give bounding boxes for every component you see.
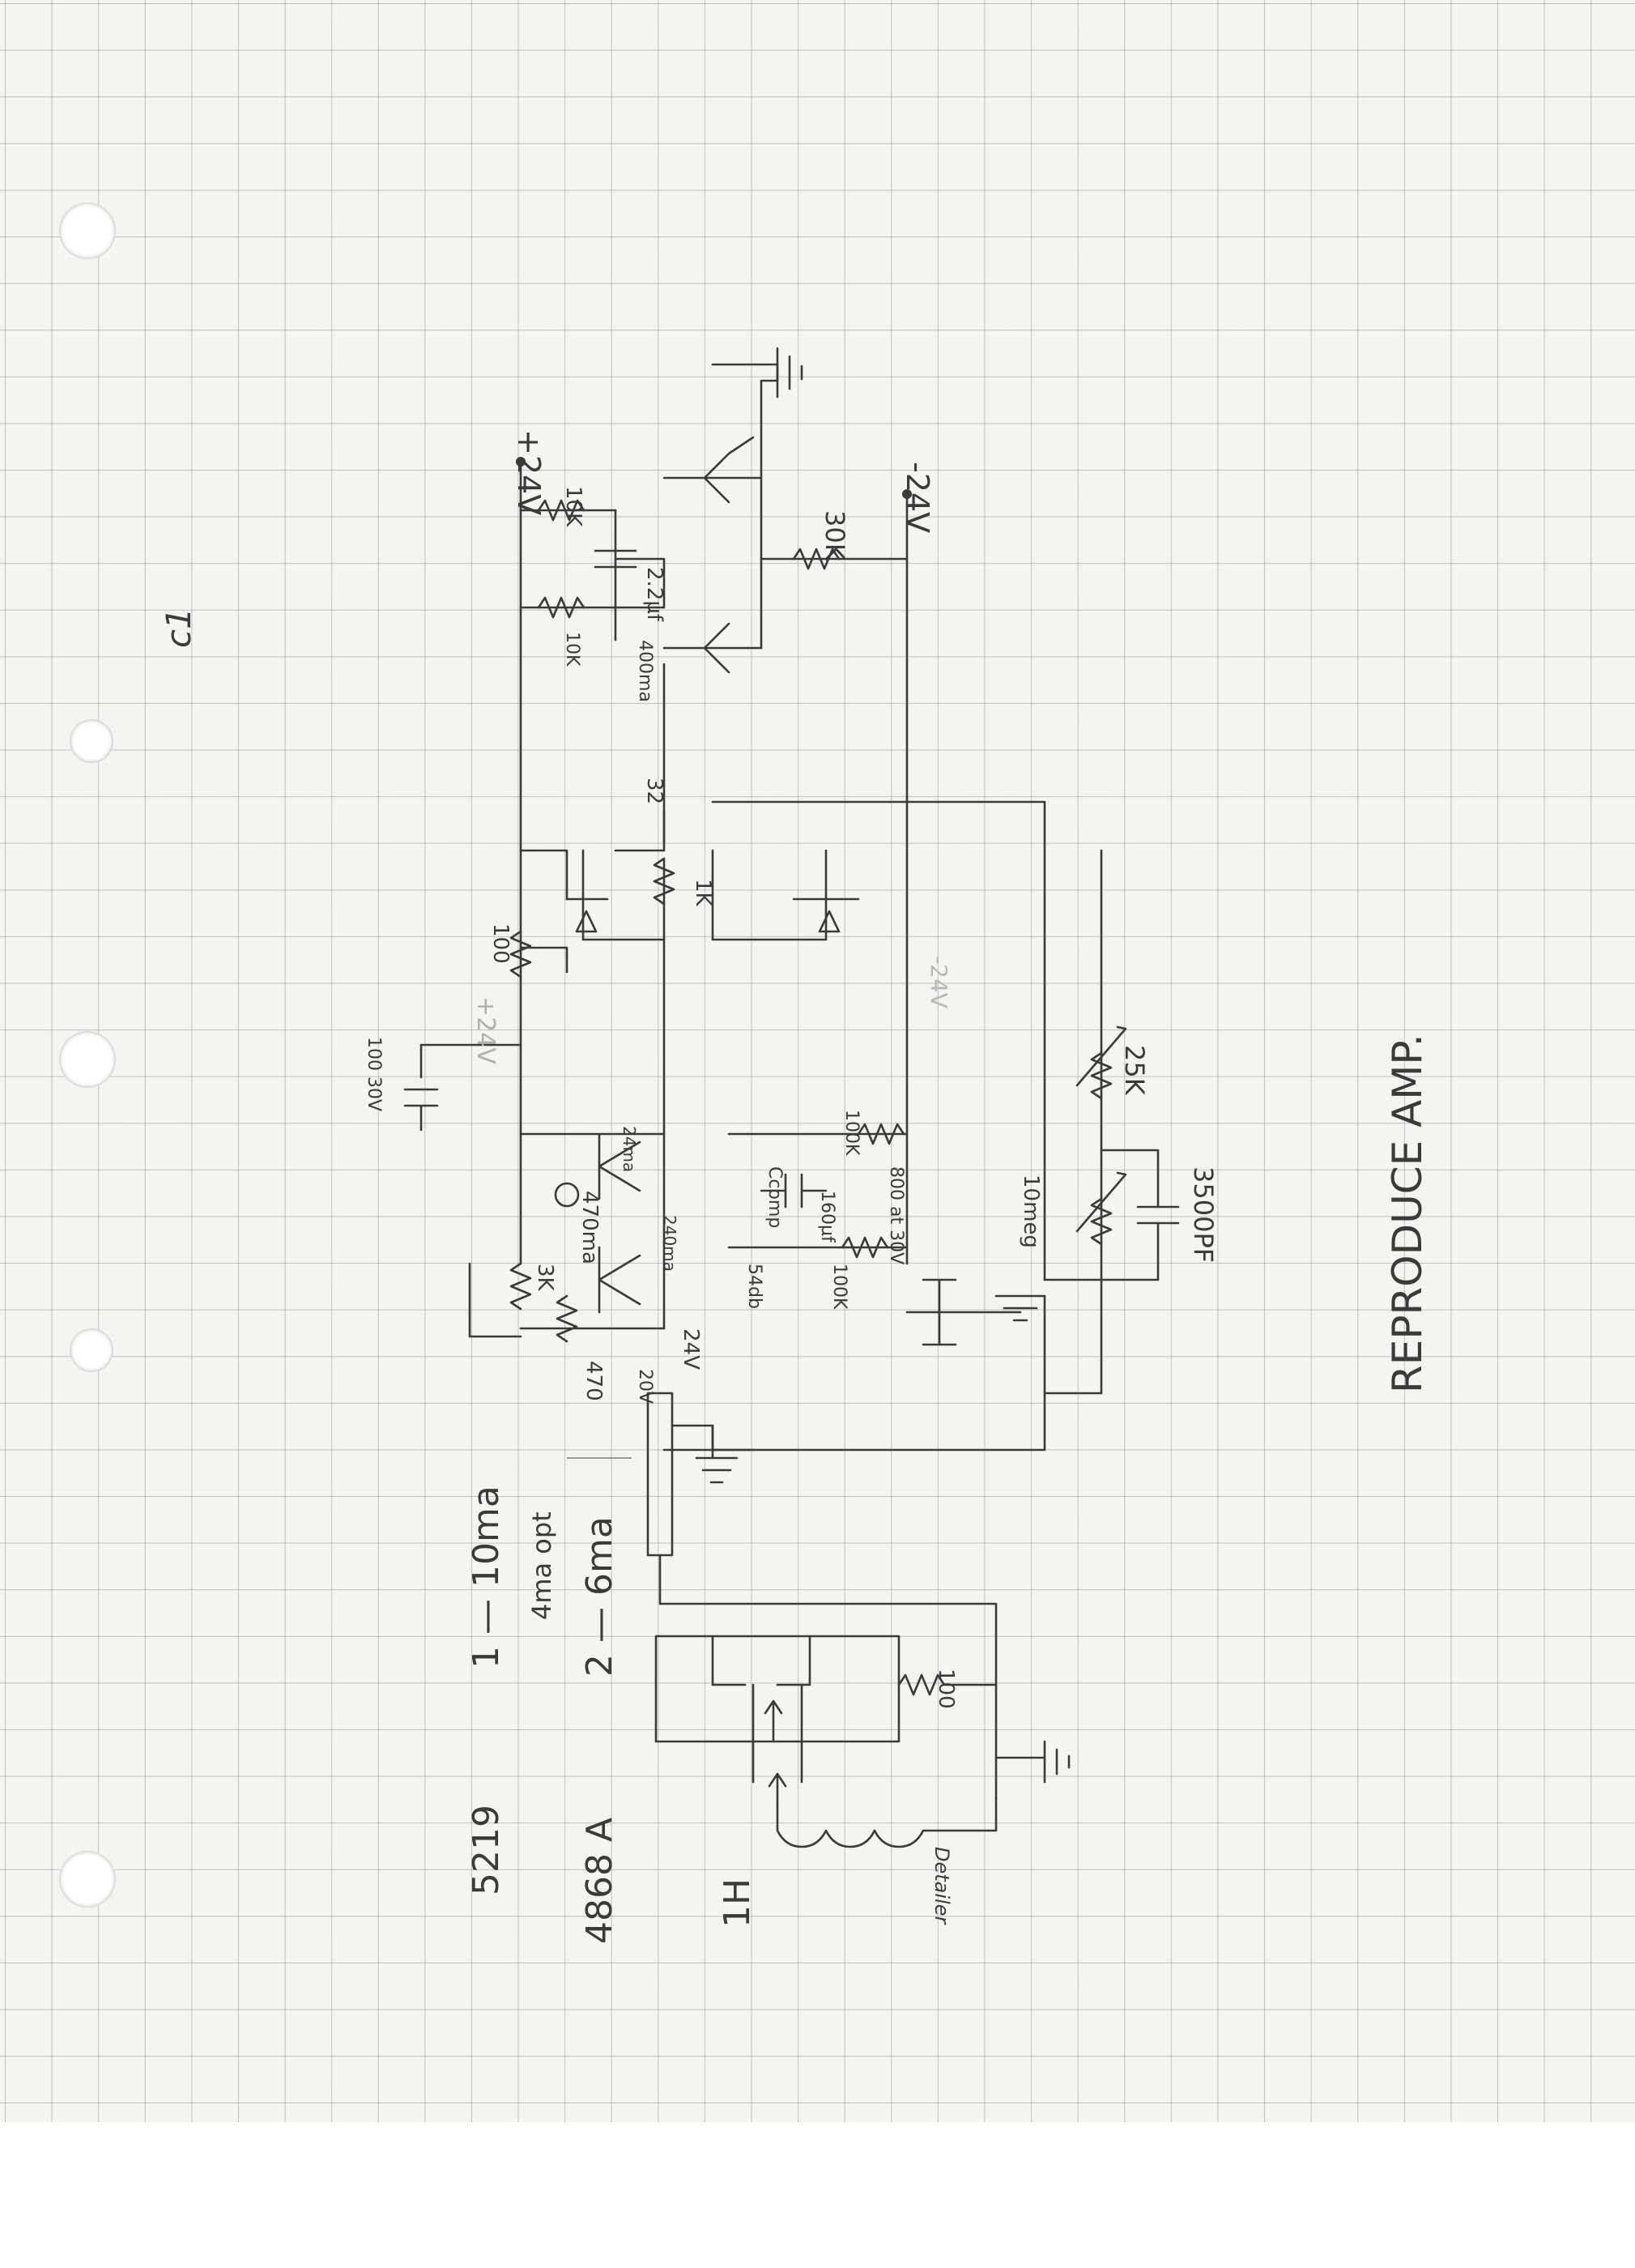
- capacitor-100-30v: [403, 1043, 439, 1132]
- scan-margin: [0, 2122, 1635, 2268]
- input-fet-arrow: [764, 1699, 783, 1743]
- label-160uf: 160µf: [817, 1191, 837, 1243]
- note-4ma-opt: 4ma opt: [526, 1511, 557, 1620]
- pos-rail-label: +24V: [511, 429, 547, 515]
- feedback-wire: [711, 800, 1046, 1281]
- page-mark: c1: [159, 608, 198, 648]
- input-fet-legs: [752, 1683, 803, 1784]
- output-transistor-lower: [662, 622, 763, 674]
- resistor-100-feed: [509, 930, 532, 978]
- driver-triangle-upper: [575, 910, 598, 933]
- label-inductor-detail: Detailer: [930, 1847, 953, 1925]
- input-stage-rails: [519, 1132, 666, 1330]
- label-10meg: 10meg: [1019, 1174, 1043, 1248]
- label-ccomp: Ccomp: [764, 1166, 785, 1228]
- neg-rail-terminal: [902, 489, 912, 499]
- label-100k-lower: 100K: [829, 1264, 849, 1310]
- input-fet-gates: [711, 1635, 811, 1686]
- resistor-10k-top: [537, 499, 585, 522]
- ground-symbol-input: [695, 1424, 739, 1484]
- wire-3500pf: [1100, 1149, 1160, 1281]
- resistor-10k-second: [537, 596, 585, 619]
- note-range-1: 1 — 10ma: [466, 1486, 507, 1669]
- output-transistor-upper: [662, 436, 763, 504]
- label-3500pf: 3500PF: [1188, 1166, 1219, 1263]
- faint-rail-note: +24V: [471, 996, 500, 1064]
- ground-wire-top: [711, 363, 779, 382]
- label-32: 32: [642, 778, 666, 804]
- label-24v: 24V: [679, 1328, 703, 1370]
- graph-paper-sheet: [0, 0, 1635, 2122]
- pot-3k: [509, 1262, 532, 1311]
- note-device-5219: 5219: [466, 1805, 507, 1895]
- input-transistor-upper: [598, 1132, 641, 1200]
- label-470: 470: [581, 1361, 606, 1401]
- label-2-2uf: 2.2µf: [642, 567, 666, 622]
- resistor-470: [556, 1294, 578, 1343]
- faint-neg-note: -24V: [926, 956, 952, 1008]
- label-100-input: 100: [934, 1669, 958, 1709]
- input-coupling-element: [646, 1392, 674, 1557]
- resistor-100k-lower: [841, 1236, 889, 1259]
- resistor-30k: [792, 548, 841, 570]
- note-device-4868a: 4868 A: [579, 1818, 620, 1944]
- wire-output-to-30k: [760, 476, 909, 650]
- pot-25k: [1075, 1025, 1127, 1100]
- capacitor-ccomp: [760, 1173, 828, 1209]
- resistor-100k-upper: [857, 1123, 905, 1145]
- capacitor-800-30v: [922, 1278, 957, 1346]
- note-inductance-1h: 1H: [717, 1878, 758, 1928]
- driver-triangle-lower: [818, 910, 841, 933]
- neg-rail-label: -24V: [900, 462, 935, 533]
- label-10k-top: 10K: [561, 486, 585, 527]
- binder-hole-2: [70, 719, 113, 763]
- label-100-30v: 100 30V: [364, 1037, 384, 1111]
- feedback-loop: [1043, 1278, 1103, 1395]
- pot-10meg: [1075, 1171, 1127, 1246]
- label-25k: 25K: [1119, 1045, 1150, 1096]
- label-24ma: 24ma: [620, 1126, 639, 1172]
- page-title: REPRODUCE AMP.: [1384, 1034, 1431, 1393]
- inductor-input-arrow: [768, 1772, 787, 1808]
- ground-symbol-800uf: [994, 1294, 1046, 1322]
- output-bias-network: [614, 509, 666, 642]
- ground-symbol-top: [776, 347, 803, 399]
- pot-1k: [653, 857, 675, 906]
- label-100k: 100K: [841, 1110, 862, 1156]
- binder-hole-4: [70, 1328, 113, 1372]
- label-30k: 30K: [820, 510, 850, 561]
- inductor-1h: [776, 1797, 998, 1848]
- input-transistor-lower: [598, 1246, 641, 1314]
- label-470ma: 470ma: [577, 1191, 602, 1264]
- label-10k-second: 10K: [562, 632, 582, 667]
- note-range-2: 2 — 6ma: [579, 1516, 620, 1677]
- label-400ma: 400ma: [635, 640, 655, 702]
- pos-rail-terminal: [516, 457, 526, 467]
- driver-bridges: [581, 849, 828, 941]
- driver-upper-wire: [519, 808, 666, 901]
- resistor-100-input: [897, 1673, 998, 1696]
- binder-hole-5: [59, 1851, 116, 1908]
- binder-hole-3: [59, 1031, 116, 1088]
- wire-output-to-ground: [760, 379, 779, 480]
- current-source-470ma: [554, 1182, 580, 1208]
- label-54db: 54db: [744, 1264, 764, 1309]
- input-fet-box: [654, 1635, 901, 1743]
- label-1k: 1K: [691, 879, 715, 907]
- wire-100-feed: [519, 946, 568, 974]
- ground-symbol-head: [994, 1740, 1071, 1784]
- label-100-feed: 100: [488, 923, 513, 964]
- label-800-30v: 800 at 30V: [886, 1166, 906, 1264]
- label-240ma: 240ma: [660, 1215, 679, 1272]
- input-wire-lower: [658, 1554, 998, 1800]
- label-3k: 3K: [533, 1264, 557, 1292]
- capacitor-2-2uf: [594, 549, 637, 569]
- label-20v: 20V: [635, 1369, 655, 1404]
- binder-hole-1: [59, 202, 116, 259]
- wire-3k-470: [468, 1262, 522, 1338]
- capacitor-3500pf: [1136, 1205, 1180, 1225]
